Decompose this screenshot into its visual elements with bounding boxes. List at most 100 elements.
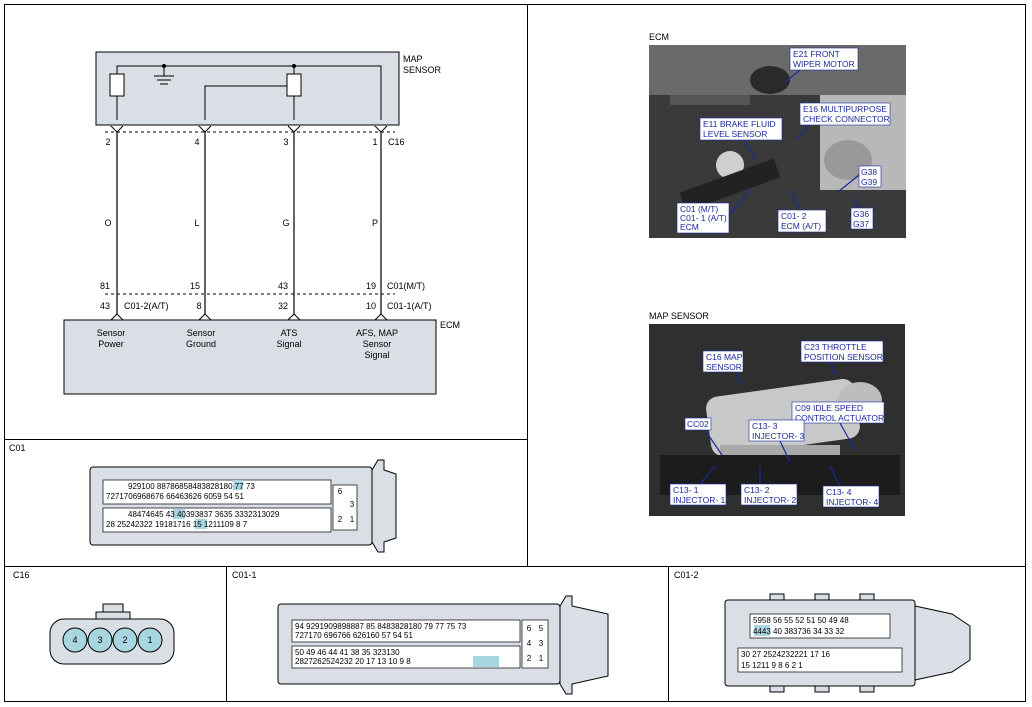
svg-text:4: 4 bbox=[194, 137, 199, 147]
svg-text:10: 10 bbox=[366, 301, 376, 311]
map-sensor-label: MAP SENSOR bbox=[403, 54, 442, 75]
at-label-right: C01-1(A/T) bbox=[387, 301, 432, 311]
ecm-label: ECM bbox=[440, 320, 460, 330]
c16-pins: 4 3 2 1 bbox=[62, 627, 163, 653]
svg-text:2: 2 bbox=[338, 515, 343, 524]
svg-text:CC02: CC02 bbox=[687, 419, 709, 429]
svg-text:G: G bbox=[282, 218, 289, 228]
c01-title: C01 bbox=[9, 443, 26, 453]
svg-text:1: 1 bbox=[147, 635, 152, 645]
pins-mt: 81 15 43 19 bbox=[100, 281, 376, 291]
c16-label: C16 bbox=[388, 137, 405, 147]
connector-c01-1: C01-1 94 9291909898887 85 8483828180 79 … bbox=[232, 570, 609, 695]
svg-text:3: 3 bbox=[350, 500, 355, 509]
svg-text:43: 43 bbox=[100, 301, 110, 311]
svg-text:5: 5 bbox=[539, 624, 544, 633]
svg-text:5958 56 55 52 51 50 49 48: 5958 56 55 52 51 50 49 48 bbox=[753, 616, 849, 625]
svg-text:6: 6 bbox=[338, 487, 343, 496]
c01-pin-rows: 929100 88786858483828180 77 73 727170696… bbox=[106, 482, 280, 529]
svg-text:2: 2 bbox=[122, 635, 127, 645]
svg-text:8: 8 bbox=[196, 301, 201, 311]
svg-text:929100 88786858483828180 77 73: 929100 88786858483828180 77 73 bbox=[128, 482, 255, 491]
svg-text:48474645 43 40393837 3635 3332: 48474645 43 40393837 3635 3332313029 bbox=[128, 510, 280, 519]
map-sensor-box bbox=[95, 51, 400, 126]
svg-text:4: 4 bbox=[527, 639, 532, 648]
map-photo-title: MAP SENSOR bbox=[649, 311, 709, 321]
svg-text:81: 81 bbox=[100, 281, 110, 291]
svg-text:1: 1 bbox=[372, 137, 377, 147]
svg-text:O: O bbox=[104, 218, 111, 228]
svg-text:15: 15 bbox=[190, 281, 200, 291]
svg-text:2827262524232 20 17 13 10 9 8: 2827262524232 20 17 13 10 9 8 bbox=[295, 657, 411, 666]
svg-text:43: 43 bbox=[278, 281, 288, 291]
c16-title: C16 bbox=[13, 570, 30, 580]
map-photo-leaders bbox=[699, 361, 856, 487]
connector-c01-2: C01-2 5958 56 55 52 51 50 49 48 4443 40 … bbox=[674, 570, 971, 693]
svg-text:28 25242322 19181716 15 121110: 28 25242322 19181716 15 1211109 8 7 bbox=[106, 520, 248, 529]
c16-pin-arrows bbox=[110, 125, 388, 133]
svg-text:3: 3 bbox=[539, 639, 544, 648]
ecm-photo-leaders bbox=[728, 69, 861, 216]
svg-text:2: 2 bbox=[527, 654, 532, 663]
c01-1-title: C01-1 bbox=[232, 570, 257, 580]
connector-c16: C16 4 3 2 1 bbox=[13, 570, 175, 665]
pins-top: 2 4 3 1 bbox=[105, 137, 377, 147]
svg-text:2: 2 bbox=[105, 137, 110, 147]
svg-text:P: P bbox=[372, 218, 378, 228]
svg-text:3: 3 bbox=[283, 137, 288, 147]
c01-2-pin-rows: 5958 56 55 52 51 50 49 48 4443 40 383736… bbox=[741, 616, 849, 670]
c01-1-pin-rows: 94 9291909898887 85 8483828180 79 77 75 … bbox=[295, 622, 467, 666]
svg-text:32: 32 bbox=[278, 301, 288, 311]
pins-at: 43 8 32 10 bbox=[100, 301, 376, 311]
svg-text:30 27 2524232221 17 16: 30 27 2524232221 17 16 bbox=[741, 650, 831, 659]
map-sensor-circuit bbox=[109, 65, 382, 120]
svg-text:1: 1 bbox=[350, 515, 355, 524]
c01-2-tabs bbox=[769, 593, 875, 693]
svg-text:727170 696766 626160 57 54 51: 727170 696766 626160 57 54 51 bbox=[295, 631, 413, 640]
svg-text:94 9291909898887 85 8483828180: 94 9291909898887 85 8483828180 79 77 75 … bbox=[295, 622, 467, 631]
svg-text:L: L bbox=[194, 218, 199, 228]
svg-text:50 49 46 44 41 38 35 323130: 50 49 46 44 41 38 35 323130 bbox=[295, 648, 400, 657]
connector-c01: C01 929100 88786858483828180 77 73 72717… bbox=[9, 443, 397, 553]
svg-text:4: 4 bbox=[72, 635, 77, 645]
c01-1-side-pins: 6 5 4 3 2 1 bbox=[527, 624, 544, 663]
c01-2-title: C01-2 bbox=[674, 570, 699, 580]
wires bbox=[116, 132, 382, 314]
svg-text:7271706968676 66463626 6059 54: 7271706968676 66463626 6059 54 51 bbox=[106, 492, 244, 501]
wiring-schematic: MAP SENSOR C16 2 4 bbox=[63, 51, 460, 395]
ecm-pin-arrows bbox=[110, 313, 388, 321]
c01-side-pins: 6 3 2 1 bbox=[338, 487, 355, 524]
ecm-box bbox=[63, 319, 437, 395]
ecm-photo-title: ECM bbox=[649, 32, 669, 42]
wire-colors: O L G P bbox=[104, 218, 378, 228]
svg-text:6: 6 bbox=[527, 624, 532, 633]
svg-text:C01 (M/T)C01- 1 (A/T)ECM: C01 (M/T)C01- 1 (A/T)ECM bbox=[680, 204, 727, 232]
svg-text:3: 3 bbox=[97, 635, 102, 645]
at-label-left: C01-2(A/T) bbox=[124, 301, 169, 311]
svg-text:1: 1 bbox=[539, 654, 544, 663]
mt-label: C01(M/T) bbox=[387, 281, 425, 291]
svg-text:19: 19 bbox=[366, 281, 376, 291]
